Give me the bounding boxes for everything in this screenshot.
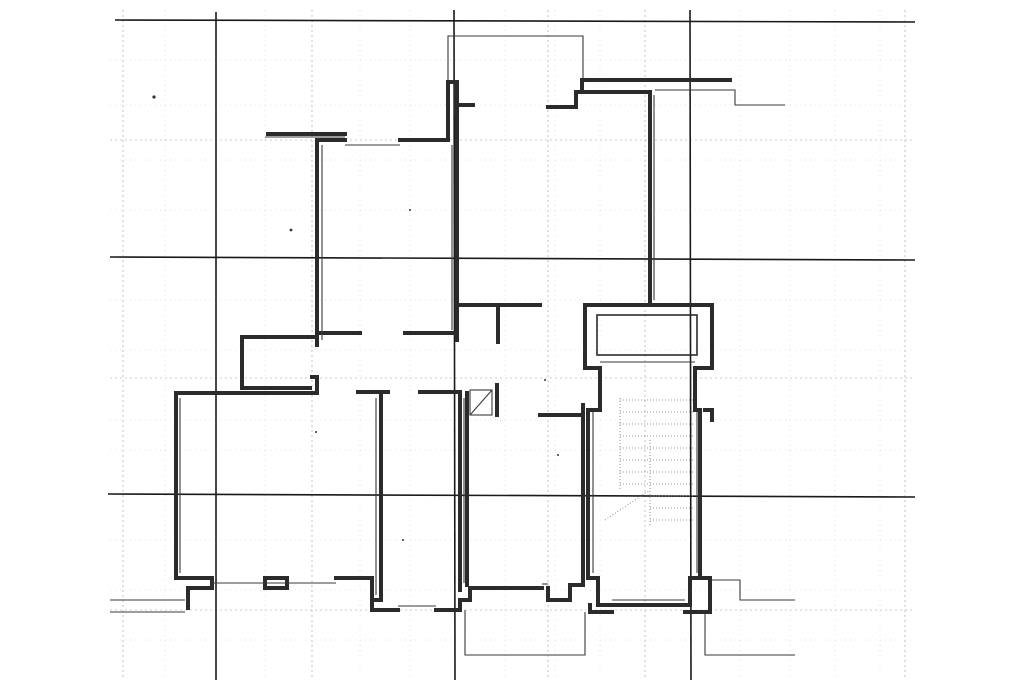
fine-grid xyxy=(110,10,915,680)
wall-faces xyxy=(179,95,698,607)
staircase xyxy=(469,389,695,525)
scan-marks xyxy=(152,95,559,541)
minor-grid xyxy=(110,10,915,680)
context-lines xyxy=(110,35,795,656)
major-grid xyxy=(107,9,916,681)
walls xyxy=(174,78,732,614)
